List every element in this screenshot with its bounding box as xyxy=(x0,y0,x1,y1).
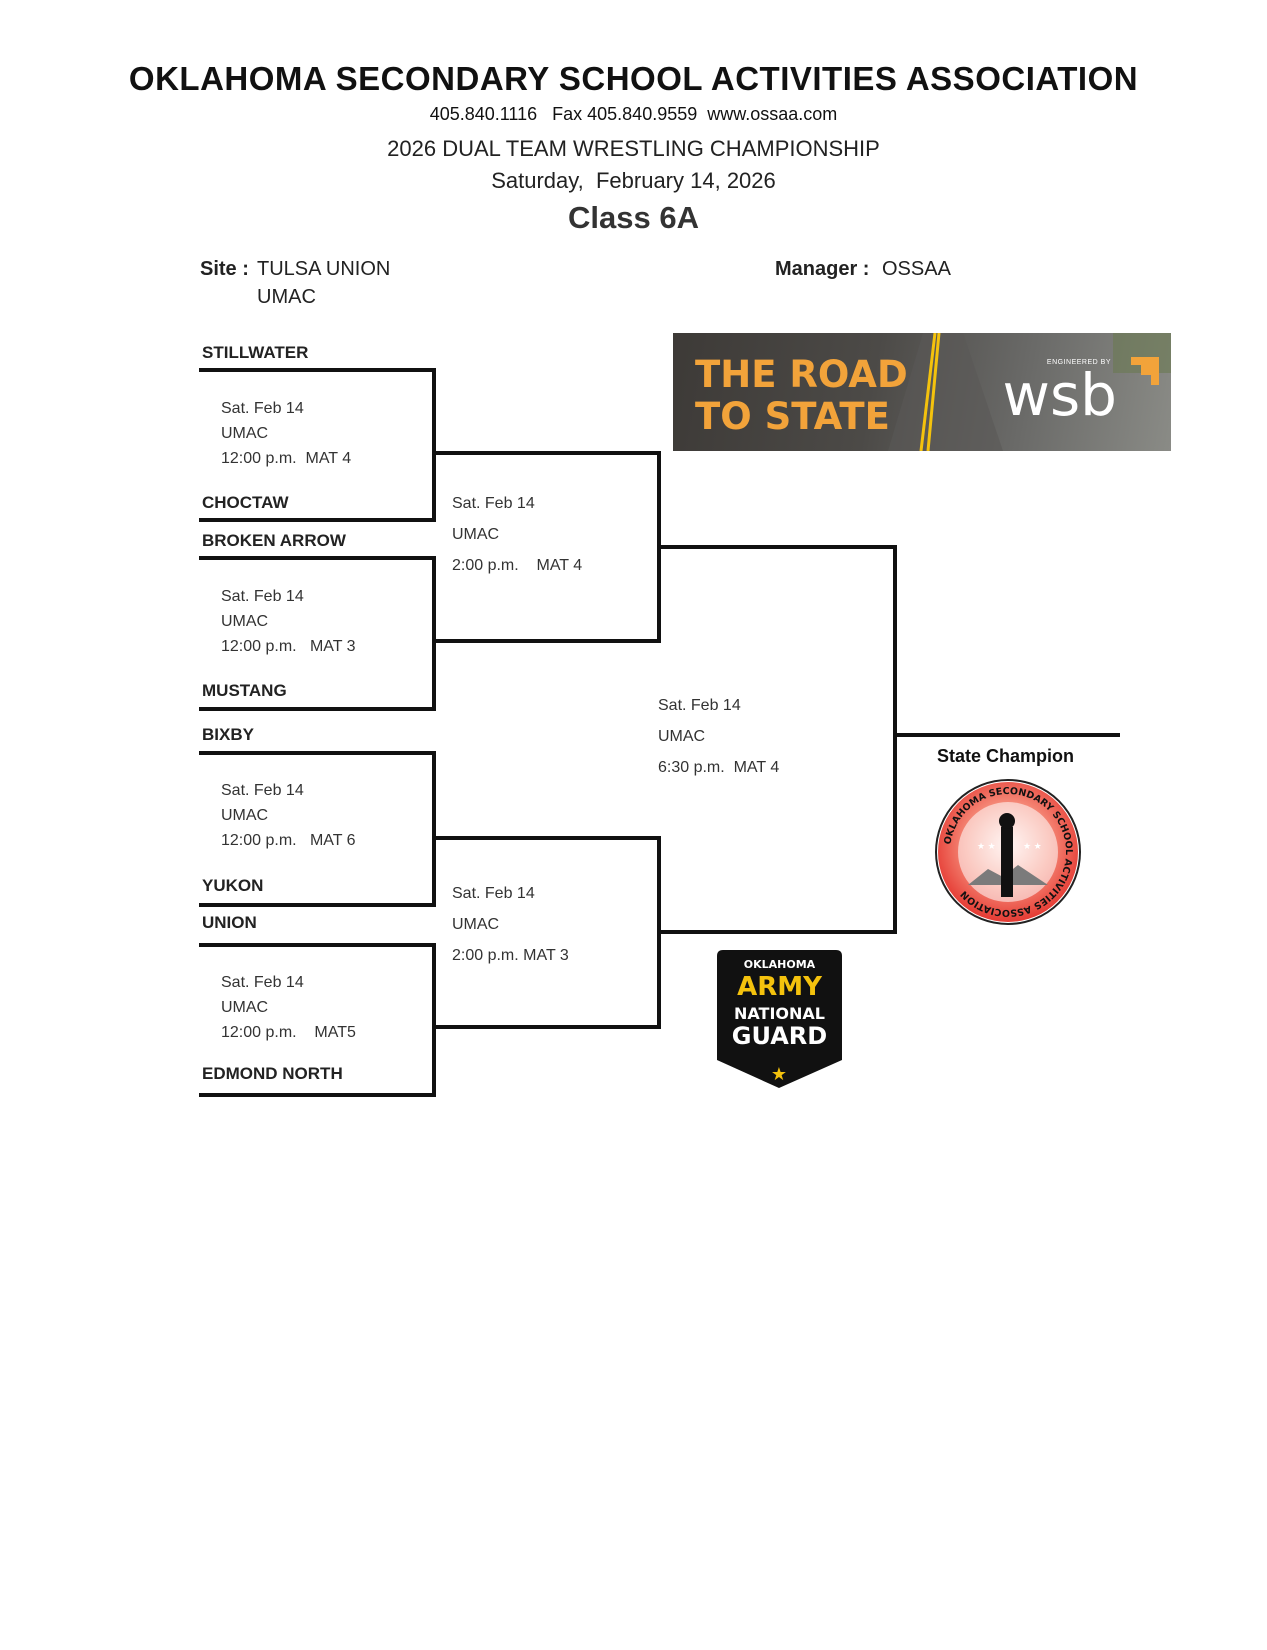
state-champion-label: State Champion xyxy=(937,746,1075,766)
team-name: EDMOND NORTH xyxy=(202,1064,343,1083)
army-national-guard-logo: ★ OKLAHOMA ARMY NATIONAL GUARD xyxy=(717,950,842,1090)
manager-value: OSSAA xyxy=(882,258,951,280)
guard-line3: NATIONAL xyxy=(734,1004,825,1023)
road-to-state-line2: TO STATE xyxy=(695,395,890,438)
wsb-sponsor-banner: THE ROAD TO STATE ENGINEERED BY wsb xyxy=(673,333,1171,451)
team-name: UNION xyxy=(202,913,257,932)
contact-info: 405.840.1116 Fax 405.840.9559 www.ossaa.… xyxy=(429,104,838,124)
team-name: STILLWATER xyxy=(202,343,309,362)
site-line1: TULSA UNION xyxy=(257,258,391,280)
guard-line2: ARMY xyxy=(737,972,822,1002)
team-name: MUSTANG xyxy=(202,681,287,700)
guard-line1: OKLAHOMA xyxy=(743,958,816,971)
team-name: BIXBY xyxy=(202,725,254,744)
manager-label: Manager : xyxy=(775,258,870,280)
event-title: 2026 DUAL TEAM WRESTLING CHAMPIONSHIP xyxy=(387,136,880,161)
svg-text:★ ★: ★ ★ xyxy=(1023,841,1042,851)
svg-text:★: ★ xyxy=(771,1064,787,1084)
wsb-engineered-by: ENGINEERED BY xyxy=(1046,359,1111,366)
wsb-logo: wsb xyxy=(1002,361,1117,429)
org-title: OKLAHOMA SECONDARY SCHOOL ACTIVITIES ASS… xyxy=(128,60,1139,97)
road-to-state-line1: THE ROAD xyxy=(695,353,908,396)
svg-text:★ ★: ★ ★ xyxy=(977,841,996,851)
ossaa-seal-logo: OKLAHOMA SECONDARY SCHOOL ACTIVITIES ASS… xyxy=(933,777,1083,927)
team-name: CHOCTAW xyxy=(202,493,289,512)
team-name: YUKON xyxy=(202,876,264,895)
team-name: BROKEN ARROW xyxy=(202,531,346,550)
site-label: Site : xyxy=(200,258,249,280)
class-label: Class 6A xyxy=(568,200,699,235)
guard-line4: GUARD xyxy=(731,1022,828,1050)
site-line2: UMAC xyxy=(257,286,316,308)
event-date: Saturday, February 14, 2026 xyxy=(491,168,776,193)
